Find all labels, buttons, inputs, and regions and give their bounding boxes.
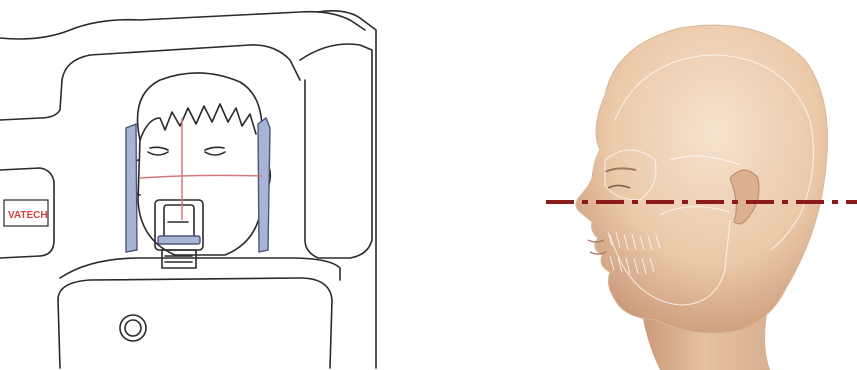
patient-positioning-illustration: VATECH (0, 0, 440, 370)
headrest-back-outline (0, 12, 365, 39)
right-eye (205, 152, 225, 155)
head-profile-illustration (440, 0, 857, 370)
head-profile (576, 25, 828, 333)
base-body (58, 278, 332, 368)
right-panel-outline (300, 44, 372, 258)
patient-head-outline (138, 73, 263, 255)
laser-horizontal-line (140, 175, 262, 178)
chin-rest-post (162, 250, 196, 268)
base-knob (120, 315, 146, 341)
device-brand-label: VATECH (8, 210, 48, 221)
positioning-drawing: VATECH (0, 0, 440, 370)
patient-hair (140, 104, 256, 140)
chin-platform (60, 258, 340, 280)
chin-rest-cup (158, 236, 200, 244)
profile-drawing (440, 0, 857, 370)
right-wall-curve (318, 11, 376, 368)
base-body-left (58, 300, 60, 368)
headrest-side-left (0, 45, 300, 120)
right-temple-support (258, 118, 270, 252)
left-eye (148, 152, 168, 155)
left-temple-support (126, 124, 137, 252)
